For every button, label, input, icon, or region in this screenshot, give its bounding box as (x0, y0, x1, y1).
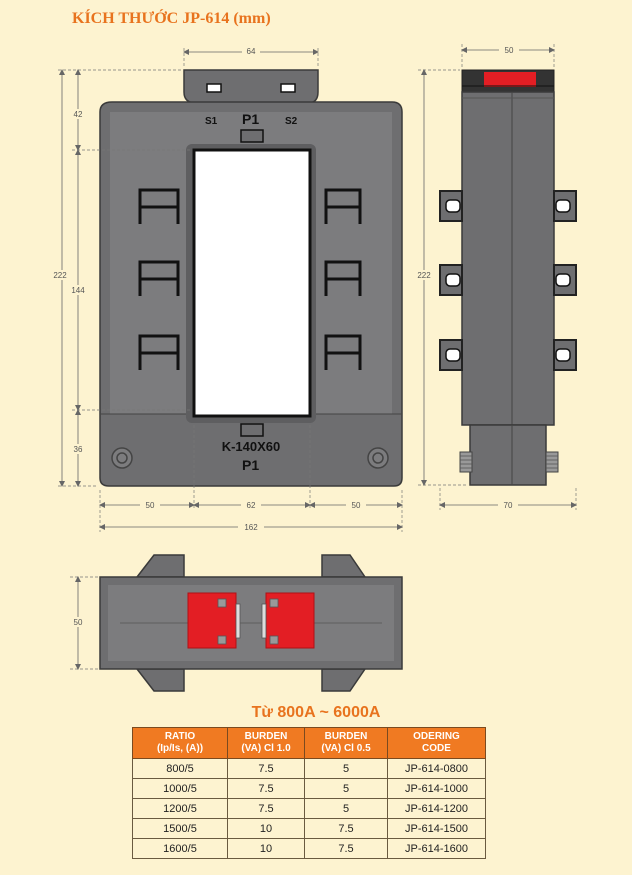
clamp-marks-right (324, 188, 362, 370)
dimension-drawing: S1 P1 S2 K-140X60 P1 64 222 42 144 36 50 (53, 44, 577, 692)
cell-code: JP-614-0800 (387, 758, 486, 779)
side-knob-right (545, 451, 559, 473)
cell-burden-cl05: 7.5 (304, 838, 388, 859)
cell-code: JP-614-1500 (387, 818, 486, 839)
mounting-hole-right (367, 447, 389, 469)
range-title: Từ 800A ~ 6000A (251, 704, 381, 721)
dim-front-top-section: 42 (74, 110, 83, 119)
table-row: 1500/5 10 7.5 JP-614-1500 (132, 818, 486, 839)
dim-side-bottom: 70 (504, 501, 513, 510)
front-top-tab (183, 69, 319, 104)
dim-front-window-width: 62 (247, 501, 256, 510)
cell-burden-cl1: 7.5 (227, 778, 305, 799)
cell-burden-cl05: 5 (304, 758, 388, 779)
p1-terminal-top (240, 129, 264, 143)
cell-burden-cl1: 10 (227, 818, 305, 839)
cell-ratio: 1500/5 (132, 818, 228, 839)
table-row: 1200/5 7.5 5 JP-614-1200 (132, 798, 486, 819)
cell-burden-cl05: 5 (304, 798, 388, 819)
bottom-terminal-left (187, 592, 237, 649)
table-row: 1600/5 10 7.5 JP-614-1600 (132, 838, 486, 859)
dim-front-bottom-section: 36 (74, 445, 83, 454)
table-header-row: RATIO(Ip/Is, (A)) BURDEN(VA) Cl 1.0 BURD… (132, 727, 486, 759)
dim-side-top: 50 (505, 46, 514, 55)
cell-code: JP-614-1600 (387, 838, 486, 859)
dim-front-left: 50 (146, 501, 155, 510)
dim-front-window-height: 144 (71, 286, 85, 295)
cell-code: JP-614-1200 (387, 798, 486, 819)
dim-front-height: 222 (53, 271, 67, 280)
page-title: KÍCH THƯỚC JP-614 (mm) (72, 10, 271, 27)
cell-burden-cl1: 7.5 (227, 758, 305, 779)
side-view (439, 69, 577, 486)
dim-side-height: 222 (417, 271, 431, 280)
side-terminal-red (484, 72, 536, 87)
cell-ratio: 1200/5 (132, 798, 228, 819)
front-view: S1 P1 S2 K-140X60 P1 (99, 69, 403, 487)
header-burden-cl1: BURDEN(VA) Cl 1.0 (227, 727, 305, 759)
side-knob-left (459, 451, 473, 473)
dim-front-top: 64 (247, 47, 256, 56)
label-model: K-140X60 (222, 439, 281, 454)
cell-burden-cl05: 5 (304, 778, 388, 799)
label-s2: S2 (285, 116, 298, 127)
clamp-marks-left (138, 188, 180, 370)
header-burden-cl05: BURDEN(VA) Cl 0.5 (304, 727, 388, 759)
label-s1: S1 (205, 116, 218, 127)
tab-slot-right (280, 83, 296, 93)
dim-bottom-height: 50 (74, 618, 83, 627)
cell-burden-cl1: 7.5 (227, 798, 305, 819)
table-row: 1000/5 7.5 5 JP-614-1000 (132, 778, 486, 799)
cell-code: JP-614-1000 (387, 778, 486, 799)
front-window (192, 148, 312, 418)
side-base (469, 424, 547, 486)
dim-front-width: 162 (244, 523, 258, 532)
cell-burden-cl05: 7.5 (304, 818, 388, 839)
side-body (461, 91, 555, 426)
cell-burden-cl1: 10 (227, 838, 305, 859)
bottom-view (99, 554, 403, 692)
table-row: 800/5 7.5 5 JP-614-0800 (132, 758, 486, 779)
cell-ratio: 1600/5 (132, 838, 228, 859)
mounting-hole-left (111, 447, 133, 469)
cell-ratio: 800/5 (132, 758, 228, 779)
header-ratio: RATIO(Ip/Is, (A)) (132, 727, 228, 759)
cell-ratio: 1000/5 (132, 778, 228, 799)
tab-slot-left (206, 83, 222, 93)
p1-terminal-bottom (240, 423, 264, 437)
label-p1-bottom: P1 (242, 457, 259, 473)
spec-table: RATIO(Ip/Is, (A)) BURDEN(VA) Cl 1.0 BURD… (132, 727, 486, 859)
label-p1-top: P1 (242, 111, 259, 127)
dim-front-right: 50 (352, 501, 361, 510)
